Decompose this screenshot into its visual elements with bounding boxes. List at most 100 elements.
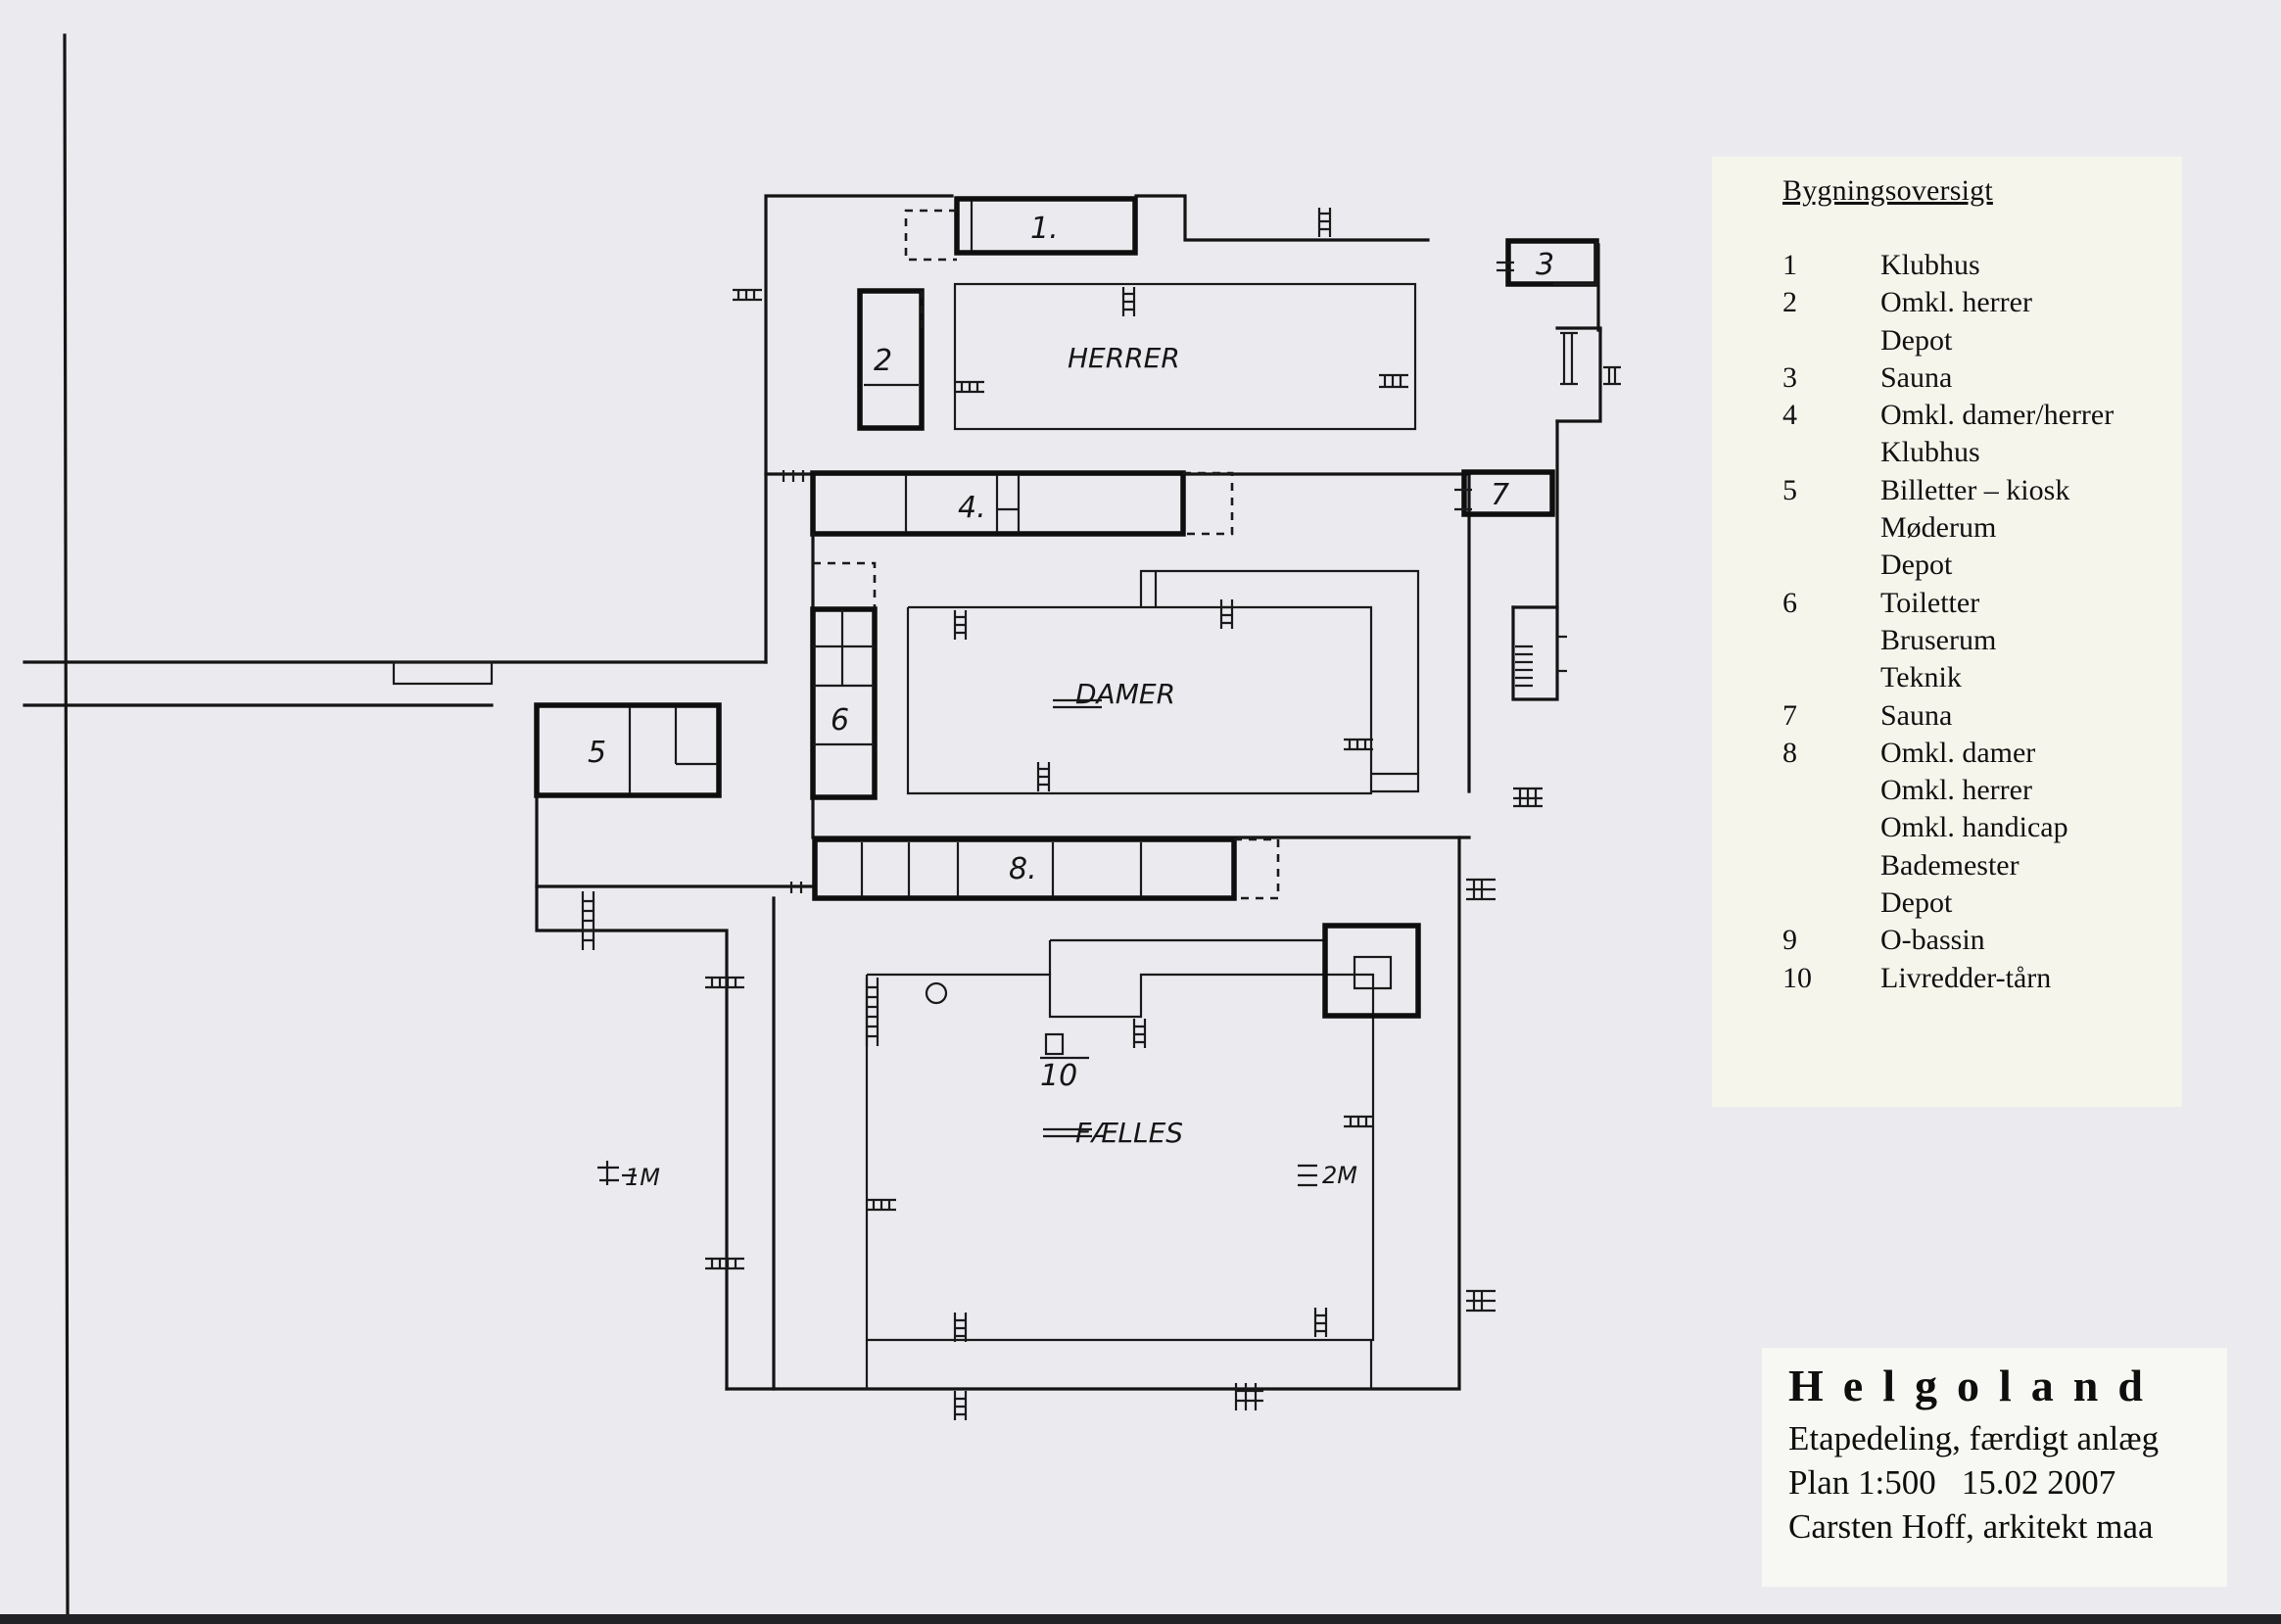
legend-row: Depot bbox=[1782, 884, 2182, 922]
legend-row: Bruserum bbox=[1782, 622, 2182, 659]
legend-label: Omkl. herrer bbox=[1880, 286, 2032, 319]
legend-title: Bygningsoversigt bbox=[1782, 174, 1993, 207]
legend-label: Livredder-tårn bbox=[1880, 961, 2052, 994]
legend-row: Klubhus bbox=[1782, 434, 2182, 471]
legend-number bbox=[1782, 772, 1880, 809]
legend-row: 9 O-bassin bbox=[1782, 922, 2182, 959]
zone-label-faelles: FÆLLES bbox=[1075, 1117, 1183, 1149]
plan-date: 15.02 2007 bbox=[1961, 1463, 2116, 1502]
building-7 bbox=[1461, 469, 1555, 517]
legend-number bbox=[1782, 809, 1880, 846]
building-5 bbox=[534, 702, 722, 798]
legend-row: 6 Toiletter bbox=[1782, 585, 2182, 622]
label-building-8: 8. bbox=[1009, 852, 1037, 886]
entrance-gate bbox=[392, 660, 494, 686]
legend-number bbox=[1782, 509, 1880, 547]
legend-row: 1 Klubhus bbox=[1782, 247, 2182, 284]
legend-number bbox=[1782, 434, 1880, 471]
title-block: Helgoland Etapedeling, færdigt anlæg Pla… bbox=[1762, 1348, 2227, 1587]
damer-enclosure bbox=[810, 469, 1555, 839]
legend-row: 8 Omkl. damer bbox=[1782, 735, 2182, 772]
legend-number bbox=[1782, 322, 1880, 359]
building-1 bbox=[954, 196, 1138, 256]
legend-number: 8 bbox=[1782, 736, 1797, 769]
legend-row: 5 Billetter – kiosk bbox=[1782, 472, 2182, 509]
lifeguard-tower bbox=[1044, 1032, 1065, 1056]
zone-label-damer: DAMER bbox=[1075, 678, 1175, 710]
connector-walls bbox=[1467, 243, 1602, 793]
legend-label: Bademester bbox=[1880, 848, 2020, 882]
project-title: Helgoland bbox=[1788, 1361, 2162, 1410]
legend-label: Depot bbox=[1880, 323, 1953, 357]
building-2 bbox=[857, 288, 925, 431]
zone-label-herrer: HERRER bbox=[1068, 342, 1180, 374]
legend-number: 2 bbox=[1782, 286, 1797, 319]
legend-number: 7 bbox=[1782, 698, 1797, 732]
legend-number: 1 bbox=[1782, 249, 1797, 281]
building-8 bbox=[812, 836, 1237, 901]
legend-number: 4 bbox=[1782, 399, 1797, 432]
left-border-line bbox=[63, 33, 70, 1616]
depth-mark-2m: 2M bbox=[1322, 1162, 1357, 1189]
scan-bottom-edge bbox=[0, 1614, 2281, 1624]
legend-label: Billetter – kiosk bbox=[1880, 473, 2070, 506]
legend-number: 5 bbox=[1782, 473, 1797, 506]
legend-row: Depot bbox=[1782, 322, 2182, 359]
pool-ladders bbox=[581, 208, 1621, 1420]
legend-label: O-bassin bbox=[1880, 924, 1985, 957]
legend-label: Omkl. herrer bbox=[1880, 774, 2032, 807]
label-building-5: 5 bbox=[588, 736, 606, 770]
legend-row: Omkl. herrer bbox=[1782, 772, 2182, 809]
project-subtitle: Etapedeling, færdigt anlæg bbox=[1788, 1419, 2160, 1457]
building-5-group bbox=[534, 702, 815, 1391]
label-building-10: 10 bbox=[1040, 1059, 1077, 1093]
legend-label: Toiletter bbox=[1880, 586, 1980, 619]
legend-number: 9 bbox=[1782, 924, 1797, 957]
depth-marks bbox=[597, 698, 1317, 1187]
building-9 bbox=[1322, 923, 1421, 1019]
legend-row: 2 Omkl. herrer bbox=[1782, 284, 2182, 321]
label-building-6: 6 bbox=[831, 703, 849, 738]
legend-label: Omkl. damer bbox=[1880, 736, 2036, 769]
legend-number bbox=[1782, 547, 1880, 584]
legend-label: Klubhus bbox=[1880, 436, 1980, 469]
herrer-pool bbox=[953, 282, 1417, 431]
legend-row: Depot bbox=[1782, 547, 2182, 584]
legend-label: Depot bbox=[1880, 886, 1953, 920]
legend-label: Sauna bbox=[1880, 698, 1953, 732]
depth-mark-1m: 1M bbox=[625, 1164, 660, 1191]
small-column bbox=[925, 981, 948, 1005]
faelles-enclosure bbox=[725, 836, 1461, 1391]
plan-scale: Plan 1:500 bbox=[1788, 1463, 1936, 1502]
legend-label: Møderum bbox=[1880, 511, 1997, 545]
legend-number bbox=[1782, 884, 1880, 922]
legend-label: Omkl. damer/herrer bbox=[1880, 399, 2115, 432]
legend-label: Teknik bbox=[1880, 661, 1962, 694]
legend-label: Depot bbox=[1880, 549, 1953, 582]
legend-number bbox=[1782, 659, 1880, 696]
herrer-enclosure bbox=[764, 194, 1599, 664]
legend-number: 6 bbox=[1782, 586, 1797, 619]
legend-label: Bruserum bbox=[1880, 623, 1997, 656]
legend-number bbox=[1782, 847, 1880, 884]
legend-row: Bademester bbox=[1782, 847, 2182, 884]
building-6 bbox=[810, 606, 878, 800]
legend-label: Sauna bbox=[1880, 360, 1953, 394]
legend-row: Teknik bbox=[1782, 659, 2182, 696]
legend-row: 4 Omkl. damer/herrer bbox=[1782, 397, 2182, 434]
legend-number bbox=[1782, 622, 1880, 659]
label-building-2: 2 bbox=[874, 344, 892, 378]
label-building-4: 4. bbox=[958, 491, 986, 525]
building-8-group bbox=[812, 836, 1280, 901]
label-building-3: 3 bbox=[1536, 248, 1554, 282]
legend-label: Omkl. handicap bbox=[1880, 811, 2068, 844]
label-building-7: 7 bbox=[1491, 478, 1509, 512]
label-building-1: 1. bbox=[1030, 212, 1059, 246]
legend-label: Klubhus bbox=[1880, 249, 1980, 281]
building-4 bbox=[810, 470, 1186, 537]
legend-row: Møderum bbox=[1782, 509, 2182, 547]
plan-scale-date: Plan 1:500 15.02 2007 bbox=[1788, 1460, 2227, 1505]
